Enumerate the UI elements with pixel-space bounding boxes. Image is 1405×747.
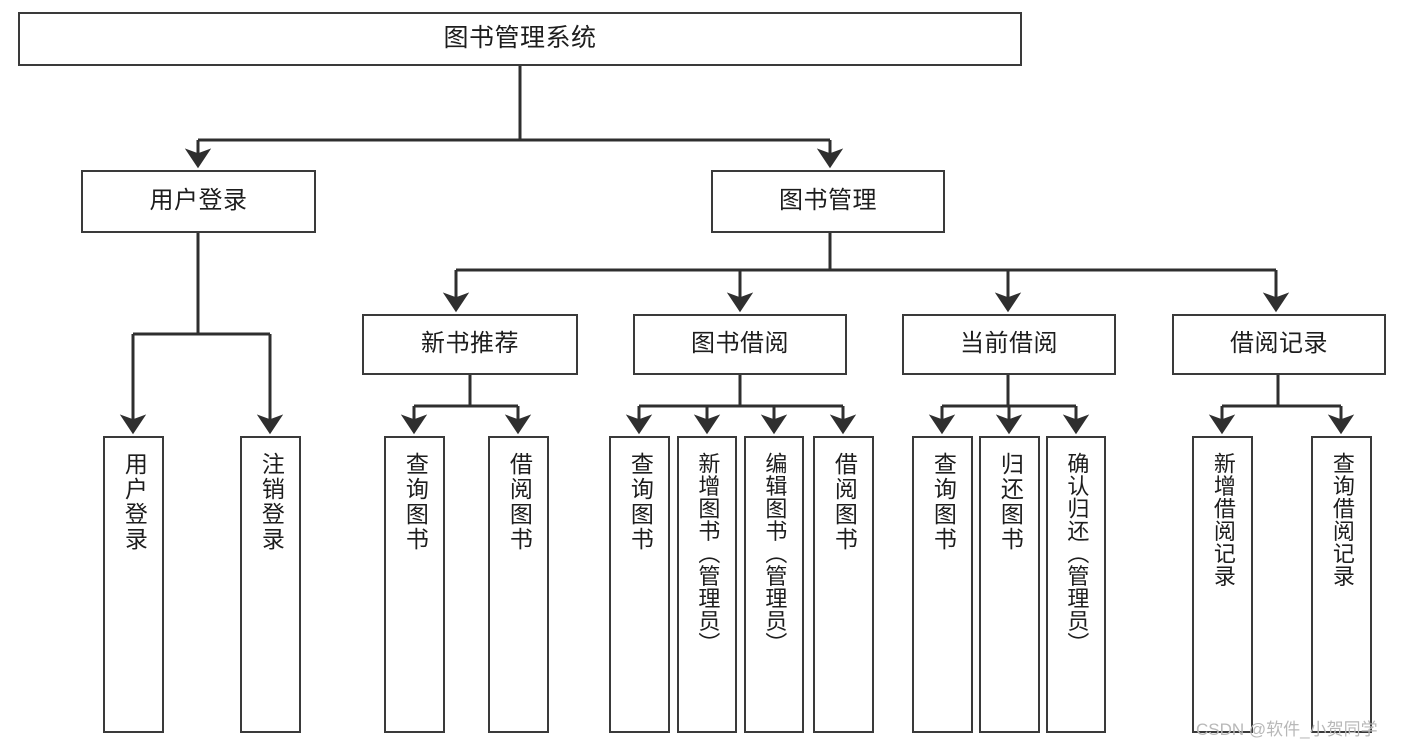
leaf-borrow-add-book-admin[interactable]: 新增图书（管理员） bbox=[677, 436, 737, 733]
node-borrow-record[interactable]: 借阅记录 bbox=[1172, 314, 1386, 375]
node-label: 图书管理系统 bbox=[443, 24, 597, 53]
leaf-record-query-borrow-record[interactable]: 查询借阅记录 bbox=[1311, 436, 1372, 733]
leaf-record-add-borrow-record[interactable]: 新增借阅记录 bbox=[1192, 436, 1253, 733]
node-label: 借阅图书 bbox=[506, 452, 533, 552]
node-current-borrow[interactable]: 当前借阅 bbox=[902, 314, 1116, 375]
node-book-borrow[interactable]: 图书借阅 bbox=[633, 314, 847, 375]
node-label: 查询图书 bbox=[402, 452, 429, 552]
node-label: 借阅图书 bbox=[831, 452, 858, 552]
node-new-book-recommend[interactable]: 新书推荐 bbox=[362, 314, 578, 375]
node-label: 图书借阅 bbox=[691, 330, 789, 358]
node-label: 查询图书 bbox=[627, 452, 654, 552]
node-label: 图书管理 bbox=[779, 187, 877, 215]
node-user-login[interactable]: 用户登录 bbox=[81, 170, 316, 233]
node-label: 查询借阅记录 bbox=[1329, 452, 1355, 587]
leaf-current-return-book[interactable]: 归还图书 bbox=[979, 436, 1040, 733]
leaf-recommend-query-book[interactable]: 查询图书 bbox=[384, 436, 445, 733]
leaf-recommend-borrow-book[interactable]: 借阅图书 bbox=[488, 436, 549, 733]
node-label: 当前借阅 bbox=[960, 330, 1058, 358]
leaf-borrow-edit-book-admin[interactable]: 编辑图书（管理员） bbox=[744, 436, 804, 733]
node-label: 归还图书 bbox=[997, 452, 1024, 552]
node-label: 查询图书 bbox=[930, 452, 957, 552]
node-label: 确认归还（管理员） bbox=[1064, 452, 1090, 655]
node-label: 借阅记录 bbox=[1230, 330, 1328, 358]
leaf-current-query-book[interactable]: 查询图书 bbox=[912, 436, 973, 733]
node-label: 编辑图书（管理员） bbox=[762, 452, 788, 655]
node-label: 新增借阅记录 bbox=[1210, 452, 1236, 587]
node-label: 注销登录 bbox=[258, 452, 285, 552]
node-book-management[interactable]: 图书管理 bbox=[711, 170, 945, 233]
node-label: 用户登录 bbox=[121, 452, 148, 552]
leaf-user-login-do[interactable]: 用户登录 bbox=[103, 436, 164, 733]
leaf-borrow-query-book[interactable]: 查询图书 bbox=[609, 436, 670, 733]
leaf-user-logout[interactable]: 注销登录 bbox=[240, 436, 301, 733]
csdn-watermark: CSDN @软件_小贺同学 bbox=[1196, 720, 1378, 739]
node-root-system[interactable]: 图书管理系统 bbox=[18, 12, 1022, 66]
leaf-current-confirm-return-admin[interactable]: 确认归还（管理员） bbox=[1046, 436, 1106, 733]
leaf-borrow-borrow-book[interactable]: 借阅图书 bbox=[813, 436, 874, 733]
node-label: 新增图书（管理员） bbox=[695, 452, 721, 655]
node-label: 用户登录 bbox=[149, 187, 248, 215]
node-label: 新书推荐 bbox=[421, 330, 519, 358]
